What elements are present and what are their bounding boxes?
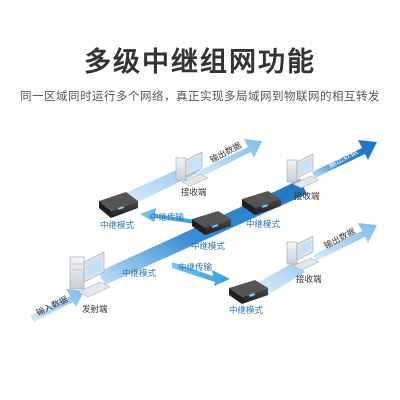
relay-device-1	[99, 192, 138, 218]
relay-device-2	[192, 211, 231, 235]
page-title: 多级中继组网功能	[84, 47, 316, 78]
relay-transfer-arrow-upper: 中继传输	[140, 208, 195, 224]
relay-label-3: 中继模式	[246, 219, 281, 230]
relay-label-5: 中继模式	[229, 305, 264, 316]
input-data-arrow: 输入数据	[30, 289, 84, 322]
relay-device-3	[242, 191, 281, 215]
receiver-label-1: 接收端	[181, 187, 207, 198]
receiver-pc-1	[175, 151, 209, 187]
relay-label-2: 中继模式	[191, 241, 226, 252]
relay-transfer-arrow-lower: 中继传输	[172, 262, 230, 286]
page-subtitle: 同一区域同时运行多个网络，真正实现多局域网到物联网的相互转发	[20, 89, 380, 103]
output-data-arrow-right: 输出数据	[312, 140, 377, 178]
svg-text:输入数据: 输入数据	[34, 294, 70, 319]
output-data-arrow-top: 输出数据	[196, 139, 262, 178]
sender-label: 发射端	[82, 304, 108, 315]
receiver-label-2: 接收端	[294, 191, 320, 202]
relay-device-4	[229, 280, 268, 304]
svg-text:中继传输: 中继传输	[150, 212, 185, 223]
receiver-pc-2	[286, 153, 320, 189]
relay-label-1: 中继模式	[100, 220, 135, 231]
svg-text:中继传输: 中继传输	[178, 262, 213, 273]
output-data-arrow-bottom: 输出数据	[313, 223, 377, 261]
sender-pc	[69, 251, 111, 298]
receiver-label-3: 接收端	[296, 274, 322, 285]
receiver-pc-3	[286, 235, 320, 271]
relay-label-4: 中继模式	[122, 268, 157, 279]
